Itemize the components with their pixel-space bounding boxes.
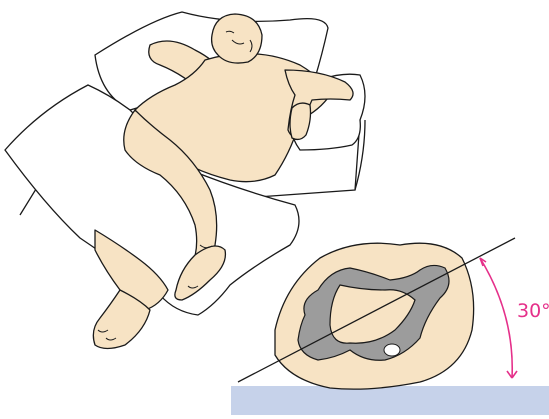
mattress (231, 386, 549, 415)
head (212, 14, 262, 63)
femoral-head (384, 344, 400, 356)
pelvis-cross-section (275, 243, 474, 389)
angle-arc (480, 258, 517, 378)
angle-label: 30° (517, 300, 549, 322)
